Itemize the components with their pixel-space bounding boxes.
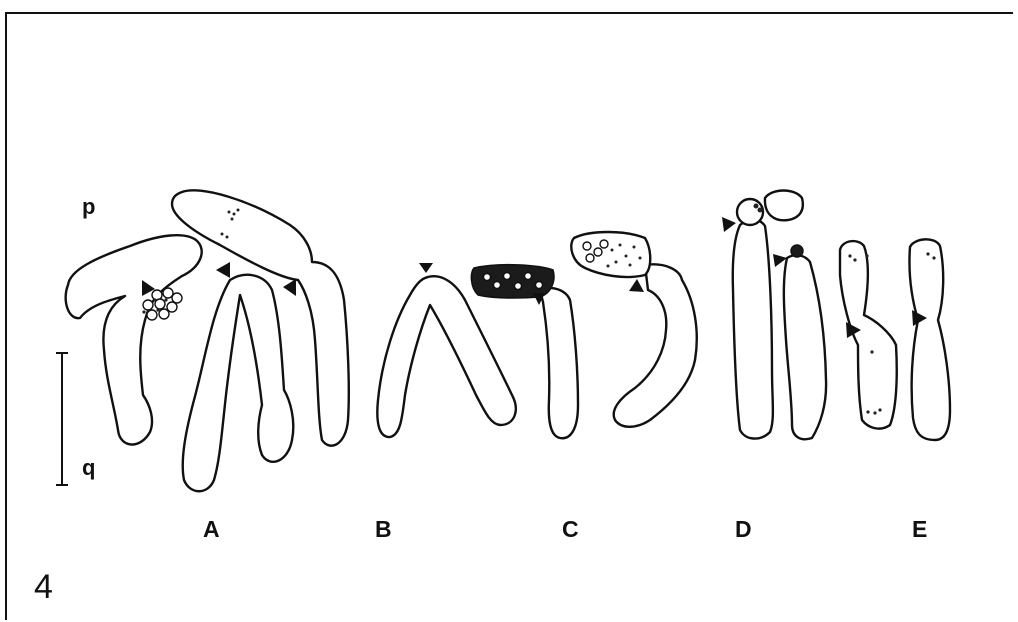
- scale-bar: [56, 353, 68, 485]
- satellite-d1b: [765, 191, 803, 221]
- chromosome-c1: [540, 288, 578, 438]
- chromosome-a2: [183, 275, 294, 491]
- heterochromatin-c2: [571, 232, 650, 277]
- panel-a-chromosomes: [66, 190, 349, 491]
- panel-e-chromosomes: [840, 239, 950, 440]
- panel-label-a: A: [203, 518, 220, 541]
- panel-label-b: B: [375, 518, 392, 541]
- chromosome-b1: [377, 276, 515, 437]
- centromere-arrow-a2: [216, 262, 230, 278]
- chromosome-d2: [784, 255, 826, 439]
- centromere-arrow-a3: [283, 279, 296, 296]
- chromosome-e2: [909, 239, 950, 440]
- centromere-arrow-b1: [419, 263, 433, 273]
- chromosome-d1: [733, 220, 773, 439]
- centromere-arrow-c2: [629, 279, 644, 292]
- centromere-arrow-d1: [722, 217, 736, 232]
- chromosome-c2: [614, 264, 697, 426]
- panel-label-d: D: [735, 518, 752, 541]
- knob-d2: [791, 245, 803, 257]
- panel-d-chromosomes: [722, 191, 826, 440]
- chromosome-a1: [66, 235, 202, 444]
- panel-label-e: E: [912, 518, 927, 541]
- panel-label-c: C: [562, 518, 579, 541]
- figure-number: 4: [34, 570, 53, 604]
- long-arm-label: q: [82, 457, 95, 479]
- short-arm-label: p: [82, 196, 95, 218]
